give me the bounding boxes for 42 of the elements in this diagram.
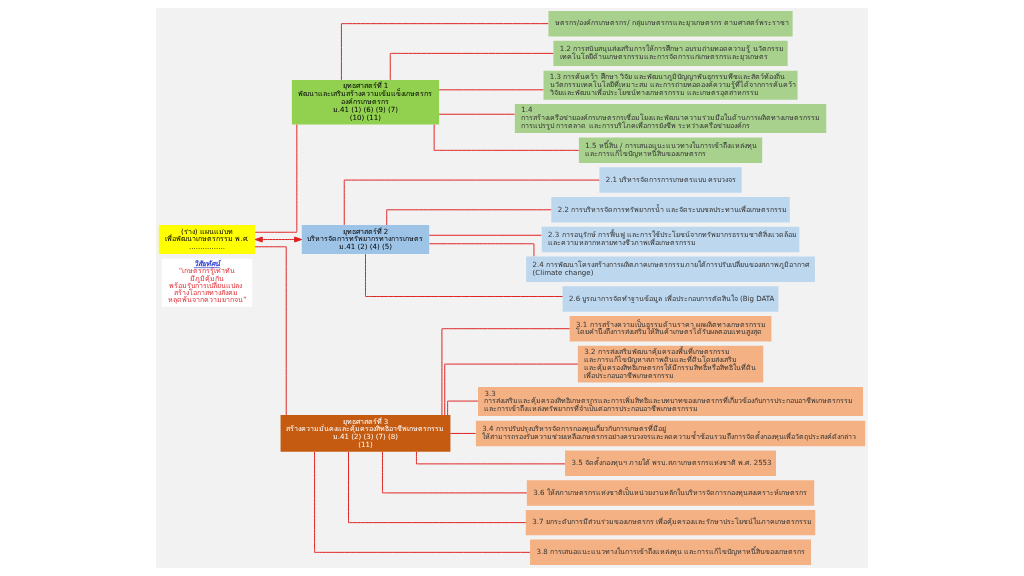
node-box: 3.3 การส่งเสริมและคุ้มครองสิทธิเกษตรกรและการเพิ่มสิทธิและบทบาทของเกษตรกรที่เกี่ยวข้องกับการประกอบอาชีพเกษตรกรรม และการเข้าถึงแหล่งทรัพยากรที่จำเป็นต่อการประกอบอาชีพเกษตรกรรม: [478, 387, 864, 417]
node-box: 3.8 การเสนอแนะแนวทางในการเข้าถึงแหล่งทุน และการแก้ไขปัญหาหนี้สินของเกษตรกร: [530, 539, 812, 566]
connector: [382, 451, 528, 494]
node-box: ยุทธศาสตร์ที่ 1 พัฒนาและเสริมสร้างความเข้มแข็งเกษตรกร องค์กรเกษตรกร ม.41 (1) (6) (9) (7) (10) (11): [291, 79, 440, 125]
node-box: 2.1 บริหารจัดการการเกษตรแบบ ครบวงจร: [599, 167, 742, 193]
node-box: ยุทธศาสตร์ที่ 2 บริหารจัดการทรัพยากรทางการเกษตร ม.41 (2) (4) (5): [301, 225, 430, 255]
node-box: 3.5 จัดตั้งกองทุนฯ ภายใต้ พรบ.สภาเกษตรกรแห่งชาติ พ.ศ. 2553: [565, 450, 776, 476]
connector: [365, 253, 564, 297]
node-box: (ร่าง) แผนแม่บท เพื่อพัฒนาเกษตรกรรม พ.ศ. ................: [158, 225, 256, 255]
connector: [343, 179, 600, 226]
connector: [386, 209, 552, 226]
connector: [438, 89, 544, 91]
connector: [340, 23, 549, 81]
node-box: 2.2 การบริหารจัดการทรัพยากรน้ำ และจัดระบบชลประทานเพื่อเกษตรกรรม: [551, 197, 790, 223]
node-box: 2.4 การพัฒนาโครงสร้างการผลิตภาคเกษตรกรรมภายใต้การปรับเปลี่ยนของสภาพภูมิอากาศ (Climate change): [526, 256, 815, 282]
connector: [449, 432, 477, 434]
node-box: 1.5 หนี้สิน / การเสนอแนะแนวทางในการเข้าถึงแหล่งทุน และการแก้ไขปัญหาหนี้สินของเกษตรกร: [578, 137, 763, 164]
node-box: 3.6 ให้สภาเกษตรกรแห่งชาติเป็นหน่วยงานหลักในบริหารจัดการกองทุนสงเคราะห์เกษตรกร: [526, 480, 815, 506]
node-box: 2.6 บูรณาการจัดทำฐานข้อมูล เพื่อประกอบการตัดสินใจ (Big DATA: [562, 286, 779, 312]
connector: [254, 124, 298, 233]
connector: [444, 363, 579, 416]
node-box: 1.4 การสร้างเครือข่ายองค์กรเกษตรกรเชื่อมโยงและพัฒนาความร่วมมือในด้านการผลิตทางเกษตรกรรม การแปรรูป การตลาด และการบริโภคเพื่อการยังชีพ ระหว่างเครือข่ายองค์กร: [514, 104, 827, 133]
connector: [441, 328, 571, 416]
node-box: 3.1 การสร้างความเป็นธรรมด้านราคา ผลผลิตทางเกษตรกรรม โดยคำนึงถึงการส่งเสริมให้สินค้าเกษตรได้รับผลตอบแทนสูงสุด: [569, 315, 772, 342]
node-box: ษตรกร/องค์กรเกษตรกร/ กลุ่มเกษตรกรและยุวเกษตรกร ตามศาสตร์พระราชา: [548, 10, 793, 37]
node-box: 1.2 การสนับสนุนส่งเสริมการให้การศึกษา อบรมถ่ายทอดความรู้ นวัตกรรม เทคโนโลยีด้านเกษตรกรรมและการจัดการแก่เกษตรกรและยุวเกษตร: [553, 40, 788, 67]
connector: [428, 243, 535, 257]
arrow: [254, 236, 303, 243]
connector: [438, 113, 516, 115]
node-box: 3.4 การปรับปรุงบริหารจัดการกองทุนเกี่ยวกับการเกษตรที่มีอยู่ ให้สามารถรองรับความช่วยเหลือเกษตรกรอย่างครบวงจรและลดความซ้ำซ้อนรวมถึงการจัดตั้งกองทุนเพื่อวัตถุประสงค์ดังกล่าว: [475, 420, 866, 447]
node-box: 3.7 ยกระดับการมีส่วนร่วมของเกษตรกร เพื่อคุ้มครองและรักษาประโยชน์ในภาคเกษตรกรรม: [525, 509, 816, 536]
connector: [314, 451, 531, 553]
connector: [348, 451, 527, 524]
connector: [428, 234, 542, 236]
connector: [254, 246, 287, 416]
node-box: 2.3 การอนุรักษ์ การฟื้นฟู และการใช้ประโยชน์จากทรัพยากรธรรมชาติสิ่งแวดล้อม และความหลากหลายทางชีวภาพเพื่อเกษตรกรรม: [541, 226, 800, 253]
connector: [433, 124, 580, 151]
connector: [389, 52, 554, 81]
node-box: 1.3 การค้นคว้า ศึกษา วิจัย และพัฒนาภูมิปัญญาพันธุกรรมพืชและสัตว์ท้องถิ่น นวัตกรรมเทคโนโลยีที่เหมาะสม และการถ่ายทอดองค์ความรู้ที่ได้จากการค้นคว้า วิจัยและพัฒนาเพื่อประโยชน์ทางเกษตรกรรม และเกษตรอุตสาหกรรม: [543, 70, 798, 100]
node-box: 3.2 การส่งเสริมพัฒนาคุ้มครองพื้นที่เกษตรกรรม และการแก้ไขปัญหาสภาพดินและที่ดินโดยส่งเสริม และคุ้มครองสิทธิเกษตรกรให้มีกรรมสิทธิ์หรือสิทธิในที่ดิน เพื่อประกอบอาชีพเกษตรกรรม: [577, 345, 764, 383]
node-box: ยุทธศาสตร์ที่ 3 สร้างความมั่นคงและคุ้มครองสิทธิอาชีพเกษตรกรรม ม.41 (2) (3) (7) (8) (11): [280, 415, 451, 452]
connector: [447, 400, 479, 416]
